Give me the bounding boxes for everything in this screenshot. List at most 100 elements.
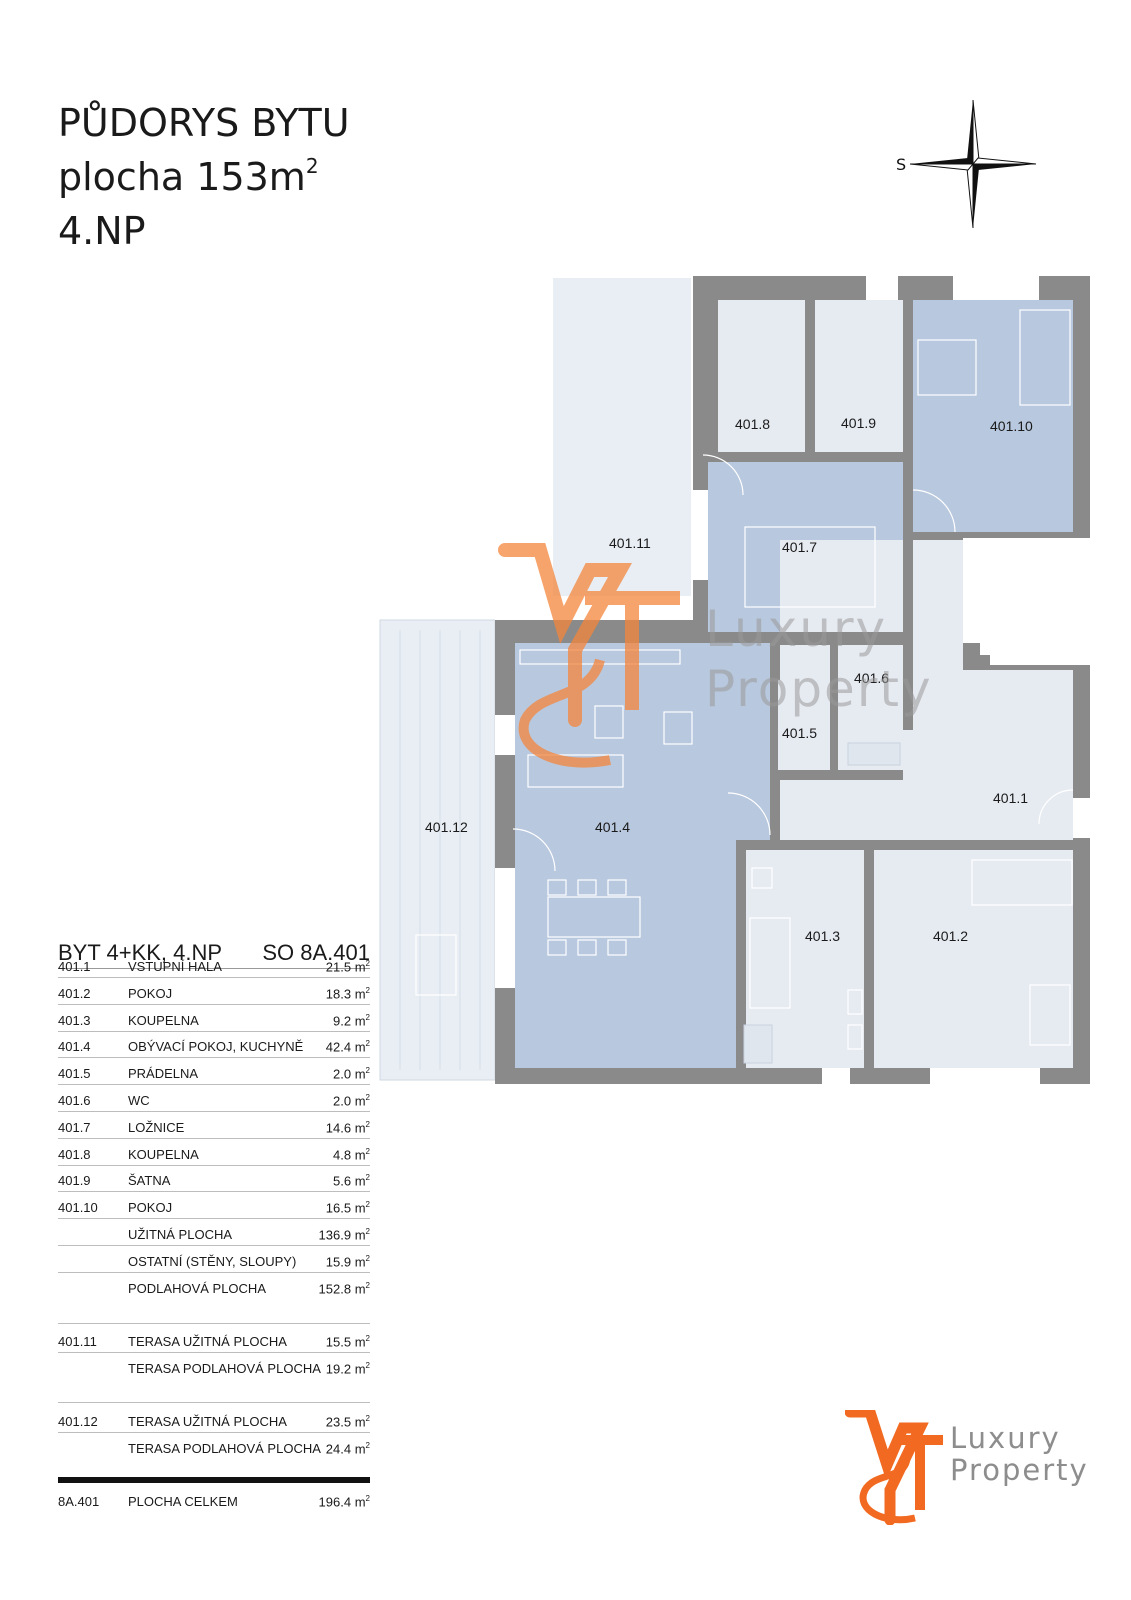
- area-unit: m: [351, 1280, 366, 1296]
- room-area: 2.0 m2: [333, 1066, 370, 1081]
- section-divider: [58, 1402, 370, 1403]
- label-401-9: 401.9: [841, 415, 876, 431]
- area-unit-superscript: 2: [365, 1012, 370, 1022]
- area-unit: m: [351, 1414, 366, 1430]
- row-divider: [58, 977, 370, 978]
- unit-type: BYT 4+KK, 4.NP: [58, 940, 223, 965]
- room-area: 196.4 m2: [319, 1494, 370, 1509]
- area-unit-superscript: 2: [365, 1494, 370, 1503]
- area-unit-superscript: 2: [365, 1280, 370, 1290]
- room-name: TERASA UŽITNÁ PLOCHA: [128, 1334, 287, 1349]
- room-area-value: 9.2: [333, 1012, 352, 1028]
- row-divider: [58, 1164, 370, 1166]
- room-name: KOUPELNA: [128, 1146, 199, 1162]
- room-area: 16.5 m2: [326, 1200, 370, 1215]
- room-number: 401.1: [58, 959, 91, 974]
- title-line2: plocha 153m2: [58, 155, 319, 199]
- room-area: 15.9 m2: [326, 1254, 370, 1269]
- room-name: TERASA PODLAHOVÁ PLOCHA: [128, 1441, 321, 1456]
- brand-logo-icon: [845, 1410, 943, 1525]
- area-unit: m: [351, 1254, 366, 1270]
- room-401-4: [515, 643, 770, 1068]
- room-name: POKOJ: [128, 1200, 173, 1216]
- room-name: UŽITNÁ PLOCHA: [128, 1227, 233, 1242]
- area-unit-superscript: 2: [365, 1414, 370, 1423]
- area-unit-superscript: 2: [365, 1253, 370, 1263]
- row-divider: [58, 1030, 370, 1032]
- room-area-value: 15.5: [325, 1334, 352, 1350]
- label-401-10: 401.10: [990, 418, 1033, 434]
- area-row: UŽITNÁ PLOCHA 136.9 m2: [58, 1218, 370, 1245]
- brand-name-luxury: Luxury: [950, 1421, 1061, 1455]
- area-unit-superscript: 2: [365, 1039, 370, 1049]
- room-number: 401.11: [58, 1334, 97, 1349]
- terrace-401-12: [379, 619, 496, 1081]
- row-divider: [58, 1137, 370, 1139]
- title-area: plocha 153m: [58, 155, 306, 199]
- area-unit: m: [351, 1227, 366, 1243]
- room-area-value: 15.9: [325, 1254, 352, 1270]
- room-area: 9.2 m2: [333, 1013, 370, 1028]
- room-area-value: 196.4: [318, 1494, 352, 1510]
- area-unit: m: [351, 1146, 366, 1162]
- floor-plan: 401.8 401.9 401.10 401.11 401.7 401.6 40…: [379, 276, 1090, 1084]
- title-line3: 4.NP: [58, 209, 146, 253]
- room-name: KOUPELNA: [128, 1012, 199, 1028]
- room-area: 136.9 m2: [319, 1227, 370, 1242]
- room-area: 152.8 m2: [319, 1281, 370, 1296]
- room-area-value: 2.0: [333, 1093, 352, 1109]
- compass-label: S: [896, 155, 906, 174]
- watermark-text-property: Property: [705, 660, 933, 718]
- room-area: 24.4 m2: [326, 1441, 370, 1456]
- room-area-value: 23.5: [325, 1414, 352, 1430]
- row-divider: [58, 1352, 370, 1353]
- area-row: 401.8 KOUPELNA 4.8 m2: [58, 1138, 370, 1165]
- room-area: 4.8 m2: [333, 1147, 370, 1162]
- room-area-value: 14.6: [325, 1120, 352, 1136]
- area-unit-superscript: 2: [365, 1146, 370, 1156]
- row-divider: [58, 1271, 370, 1273]
- room-area-value: 16.5: [325, 1200, 352, 1216]
- area-unit: m: [351, 1494, 366, 1510]
- area-unit: m: [351, 1093, 366, 1109]
- area-unit-superscript: 2: [365, 985, 370, 995]
- room-number: 401.2: [58, 985, 91, 1001]
- room-name: LOŽNICE: [128, 1119, 185, 1135]
- room-number: 401.8: [58, 1146, 91, 1162]
- room-area: 23.5 m2: [326, 1414, 370, 1429]
- brand-name-property: Property: [950, 1453, 1089, 1487]
- room-area-value: 4.8: [333, 1146, 352, 1162]
- area-unit-superscript: 2: [365, 1200, 370, 1210]
- label-401-12: 401.12: [425, 819, 468, 835]
- room-area-value: 24.4: [325, 1441, 352, 1457]
- section-divider: [58, 1323, 370, 1324]
- room-number: 401.12: [58, 1414, 98, 1429]
- room-number: 401.5: [58, 1066, 91, 1082]
- room-area-value: 2.0: [333, 1066, 352, 1082]
- watermark-text-luxury: Luxury: [705, 600, 888, 658]
- unit-code: SO 8A.401: [262, 940, 370, 965]
- row-divider: [58, 1003, 370, 1005]
- room-401-10: [913, 300, 1073, 532]
- area-unit-superscript: 2: [365, 1093, 370, 1102]
- label-401-3: 401.3: [805, 928, 840, 944]
- room-area: 19.2 m2: [326, 1361, 370, 1376]
- area-unit: m: [351, 1012, 366, 1028]
- area-row: TERASA PODLAHOVÁ PLOCHA 24.4 m2: [58, 1432, 370, 1459]
- room-name: VSTUPNÍ HALA: [128, 959, 222, 974]
- room-name: OBÝVACÍ POKOJ, KUCHYNĚ: [128, 1039, 304, 1055]
- area-unit: m: [351, 1066, 366, 1082]
- area-unit: m: [351, 1173, 366, 1189]
- label-401-2: 401.2: [933, 928, 968, 944]
- area-unit-superscript: 2: [365, 1441, 370, 1450]
